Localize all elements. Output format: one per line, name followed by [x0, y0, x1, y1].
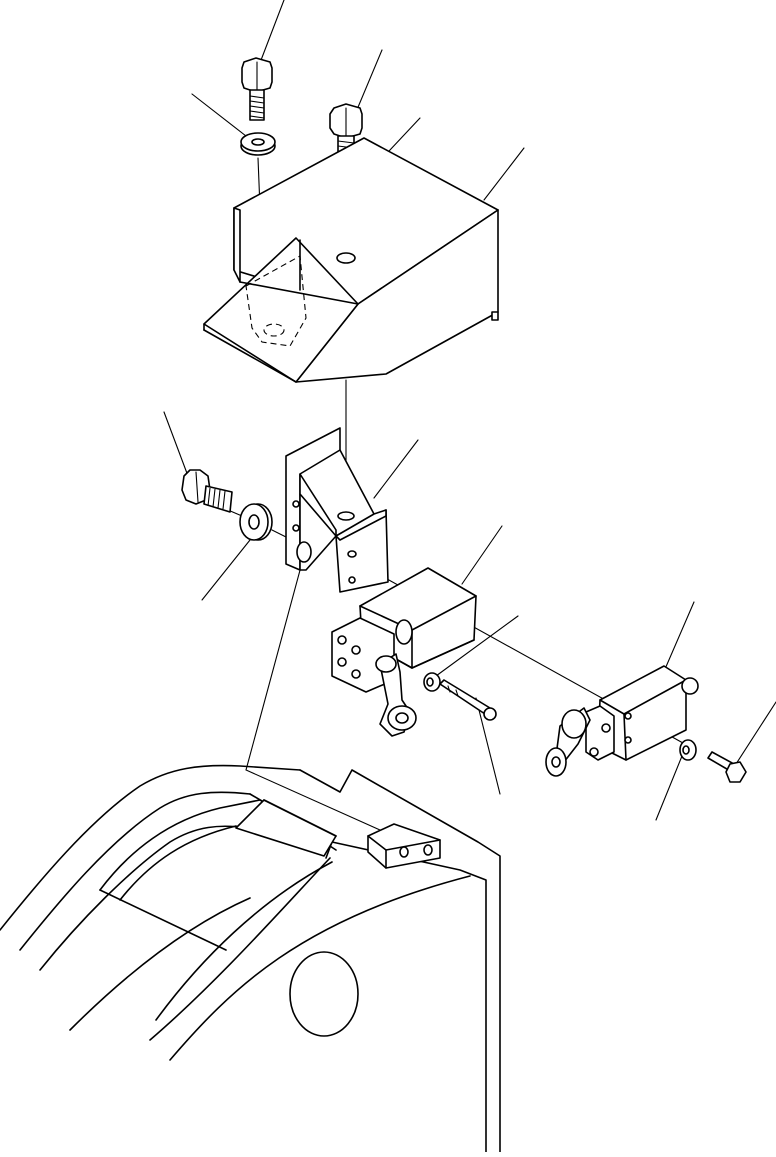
frame-housing: [0, 764, 501, 1153]
callout-bracket: [373, 439, 419, 499]
washer-upper-left: [240, 132, 276, 156]
limit-switch-left: [331, 567, 477, 737]
callout-limit-switch-left: [461, 525, 503, 585]
callout-bolt-mid-left: [163, 411, 189, 477]
frame-block: [367, 823, 441, 869]
callout-bolt-upper-left: [257, 0, 285, 69]
callout-screw-right: [735, 701, 776, 765]
callout-screw-center: [475, 697, 501, 795]
washer-small-right: [679, 739, 697, 761]
bolt-mid-left: [181, 469, 233, 513]
callout-washer-upper-left: [191, 93, 247, 137]
bolt-upper-left: [241, 57, 273, 121]
bracket: [285, 427, 389, 593]
callout-washer-mid-left: [201, 539, 251, 601]
screw-center: [439, 679, 497, 721]
washer-mid-left: [239, 503, 273, 541]
cover: [203, 137, 499, 383]
callout-bolt-upper-right: [355, 49, 383, 113]
callout-washer-small-center: [435, 615, 519, 677]
screw-right: [707, 751, 747, 783]
callout-washer-small-right: [655, 755, 683, 821]
washer-small-center: [423, 672, 441, 692]
callout-leaders: [163, 0, 776, 821]
limit-switch-right: [545, 665, 699, 777]
callout-cover: [483, 147, 525, 201]
callout-limit-switch-right: [661, 601, 695, 677]
